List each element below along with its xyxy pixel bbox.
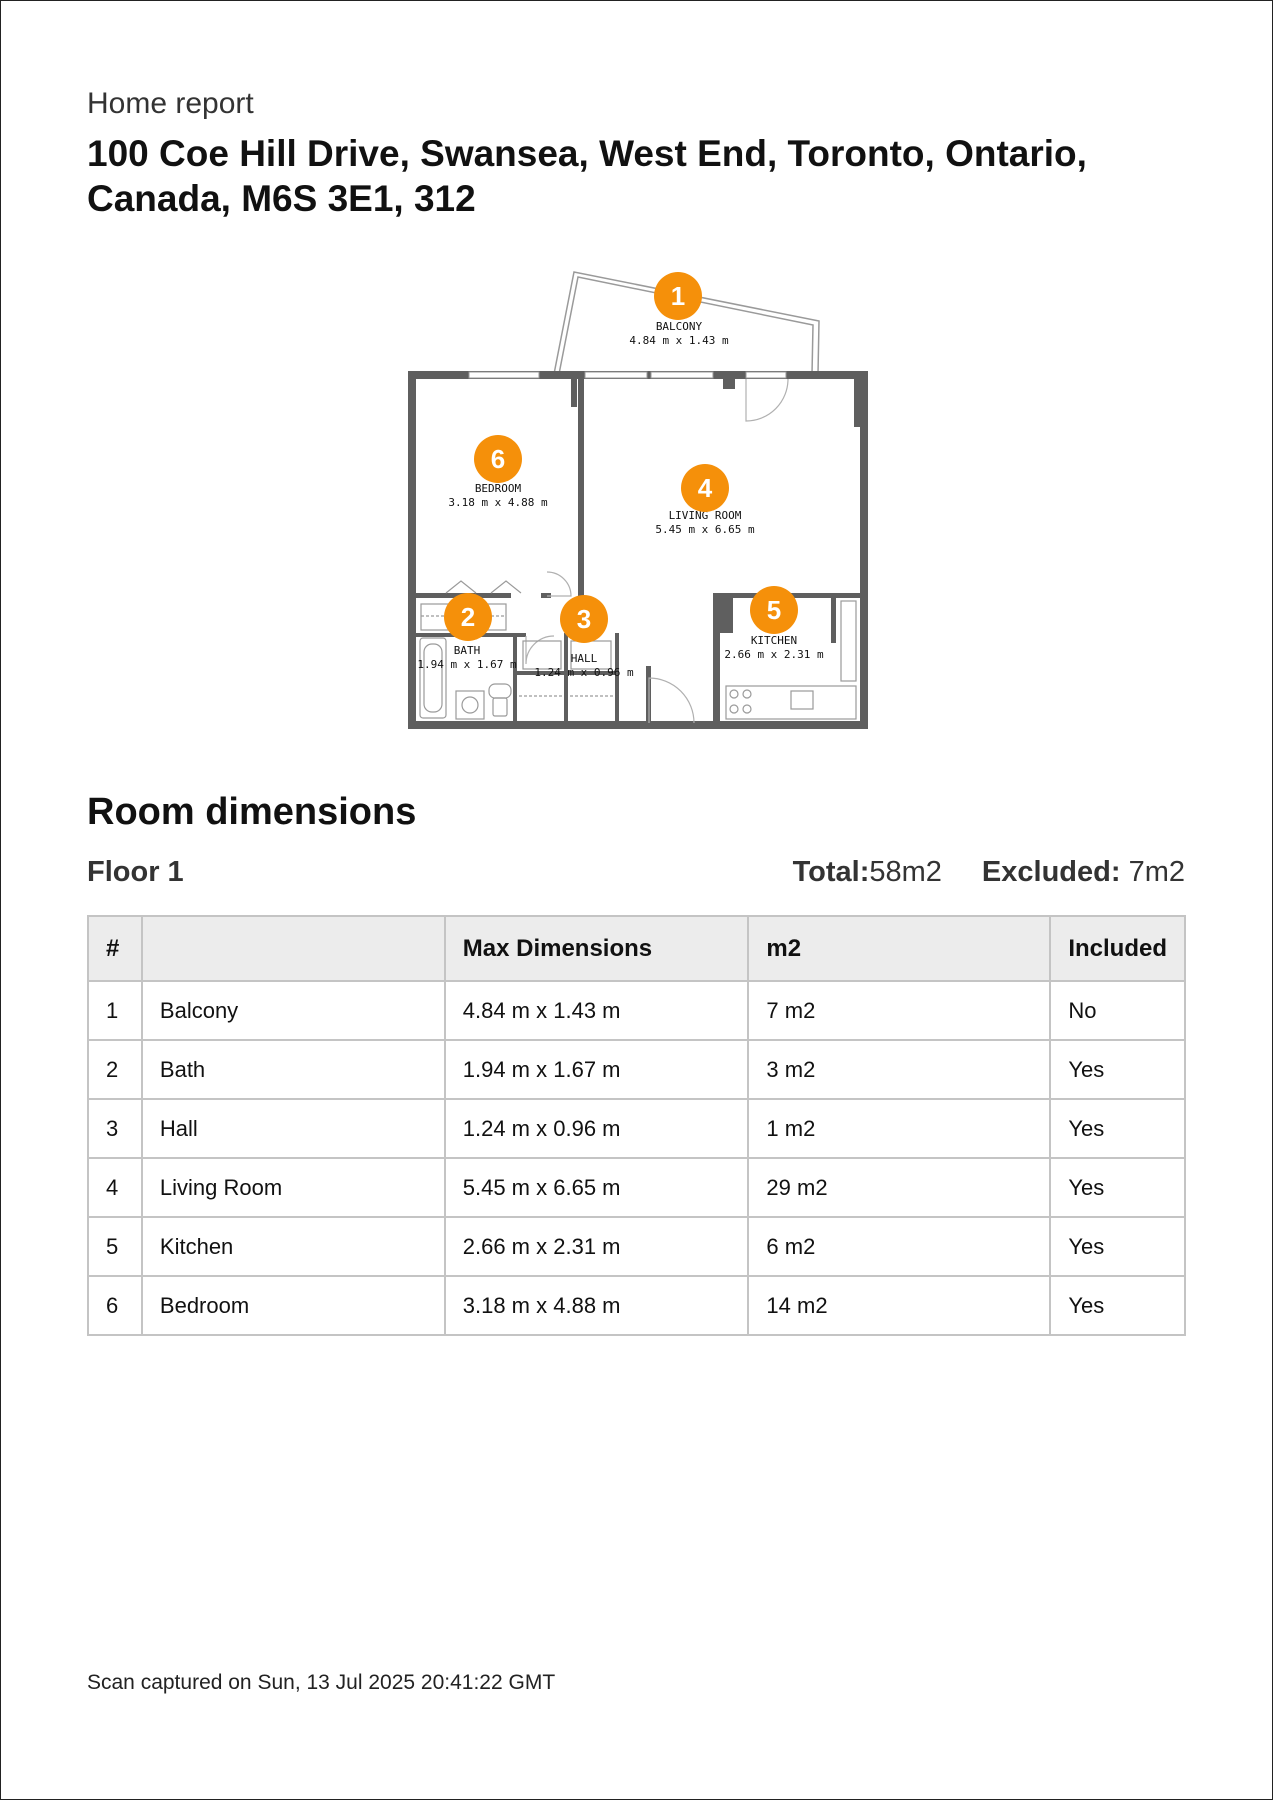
kitchen-dims: 2.66 m x 2.31 m — [724, 648, 824, 661]
cell-room: Hall — [140, 1098, 446, 1159]
column-header-number: # — [87, 915, 143, 982]
svg-text:6: 6 — [491, 444, 505, 474]
cell-area: 1 m2 — [747, 1098, 1052, 1159]
floor-name: Floor 1 — [87, 856, 184, 888]
excluded-value: 7m2 — [1128, 856, 1185, 888]
living-room-dims: 5.45 m x 6.65 m — [655, 523, 755, 536]
excluded-label: Excluded: — [981, 856, 1121, 888]
cell-area: 7 m2 — [747, 980, 1052, 1041]
room-badge-5[interactable]: 5 — [750, 586, 798, 634]
scan-capture-timestamp: Scan captured on Sun, 13 Jul 2025 20:41:… — [87, 1671, 556, 1694]
svg-text:1: 1 — [671, 281, 685, 311]
room-badge-3[interactable]: 3 — [560, 595, 608, 643]
kitchen-label: KITCHEN — [751, 634, 797, 647]
cell-dimensions: 3.18 m x 4.88 m — [443, 1275, 750, 1336]
total-label: Total: — [792, 856, 870, 888]
cell-included: Yes — [1049, 1157, 1186, 1218]
hall-label: HALL — [571, 652, 598, 665]
hall-dims: 1.24 m x 0.96 m — [534, 666, 634, 679]
cell-dimensions: 1.94 m x 1.67 m — [443, 1039, 750, 1100]
balcony-dims: 4.84 m x 1.43 m — [629, 334, 729, 347]
windows — [468, 371, 787, 379]
balcony-label: BALCONY — [656, 320, 703, 333]
room-badge-4[interactable]: 4 — [681, 464, 729, 512]
cell-room: Bath — [140, 1039, 446, 1100]
column-header-room — [140, 915, 446, 982]
cell-area: 29 m2 — [747, 1157, 1052, 1218]
table-row: 6 Bedroom 3.18 m x 4.88 m 14 m2 Yes — [87, 1275, 1186, 1336]
cell-included: Yes — [1049, 1098, 1186, 1159]
cell-included: No — [1049, 980, 1186, 1041]
svg-text:2: 2 — [461, 602, 475, 632]
svg-text:5: 5 — [767, 595, 781, 625]
table-row: 3 Hall 1.24 m x 0.96 m 1 m2 Yes — [87, 1098, 1186, 1159]
table-header-row: # Max Dimensions m2 Included — [87, 915, 1186, 982]
svg-text:4: 4 — [698, 473, 713, 503]
cell-area: 14 m2 — [747, 1275, 1052, 1336]
cell-room: Living Room — [140, 1157, 446, 1218]
room-badge-1[interactable]: 1 — [654, 272, 702, 320]
svg-text:3: 3 — [577, 604, 591, 634]
cell-number: 5 — [87, 1216, 143, 1277]
room-dimensions-title: Room dimensions — [87, 791, 417, 833]
cell-area: 6 m2 — [747, 1216, 1052, 1277]
cell-included: Yes — [1049, 1275, 1186, 1336]
table-row: 5 Kitchen 2.66 m x 2.31 m 6 m2 Yes — [87, 1216, 1186, 1277]
floor-plan-drawing: BALCONY 4.84 m x 1.43 m BATH 1.94 m x 1.… — [408, 271, 868, 729]
cell-area: 3 m2 — [747, 1039, 1052, 1100]
room-labels: BALCONY 4.84 m x 1.43 m BATH 1.94 m x 1.… — [417, 320, 824, 679]
total-value: 58m2 — [869, 856, 942, 888]
table-row: 4 Living Room 5.45 m x 6.65 m 29 m2 Yes — [87, 1157, 1186, 1218]
room-dimensions-table: # Max Dimensions m2 Included 1 Balcony 4… — [87, 915, 1186, 1336]
living-room-label: LIVING ROOM — [669, 509, 742, 522]
cell-dimensions: 5.45 m x 6.65 m — [443, 1157, 750, 1218]
cell-number: 4 — [87, 1157, 143, 1218]
cell-included: Yes — [1049, 1039, 1186, 1100]
cell-room: Bedroom — [140, 1275, 446, 1336]
bedroom-label: BEDROOM — [475, 482, 522, 495]
report-subtitle: Home report — [87, 87, 254, 120]
column-header-included: Included — [1049, 915, 1186, 982]
cell-included: Yes — [1049, 1216, 1186, 1277]
cell-number: 1 — [87, 980, 143, 1041]
bedroom-dims: 3.18 m x 4.88 m — [448, 496, 548, 509]
cell-dimensions: 4.84 m x 1.43 m — [443, 980, 750, 1041]
table-row: 1 Balcony 4.84 m x 1.43 m 7 m2 No — [87, 980, 1186, 1041]
floor-summary: Floor 1 Total:58m2 Excluded: 7m2 — [87, 856, 1185, 896]
cell-number: 2 — [87, 1039, 143, 1100]
column-header-area: m2 — [747, 915, 1052, 982]
property-address: 100 Coe Hill Drive, Swansea, West End, T… — [87, 133, 1087, 219]
room-badges: 1 2 3 4 5 — [444, 272, 798, 643]
fixtures — [419, 580, 857, 720]
area-totals: Total:58m2 Excluded: 7m2 — [793, 856, 1185, 889]
column-header-max-dimensions: Max Dimensions — [443, 915, 750, 982]
table-row: 2 Bath 1.94 m x 1.67 m 3 m2 Yes — [87, 1039, 1186, 1100]
cell-dimensions: 1.24 m x 0.96 m — [443, 1098, 750, 1159]
cell-number: 6 — [87, 1275, 143, 1336]
cell-dimensions: 2.66 m x 2.31 m — [443, 1216, 750, 1277]
room-badge-2[interactable]: 2 — [444, 593, 492, 641]
bath-label: BATH — [454, 644, 481, 657]
bath-dims: 1.94 m x 1.67 m — [417, 658, 517, 671]
doors — [525, 378, 789, 724]
cell-number: 3 — [87, 1098, 143, 1159]
cell-room: Kitchen — [140, 1216, 446, 1277]
room-badge-6[interactable]: 6 — [474, 435, 522, 483]
floor-plan: BALCONY 4.84 m x 1.43 m BATH 1.94 m x 1.… — [401, 266, 876, 731]
cell-room: Balcony — [140, 980, 446, 1041]
